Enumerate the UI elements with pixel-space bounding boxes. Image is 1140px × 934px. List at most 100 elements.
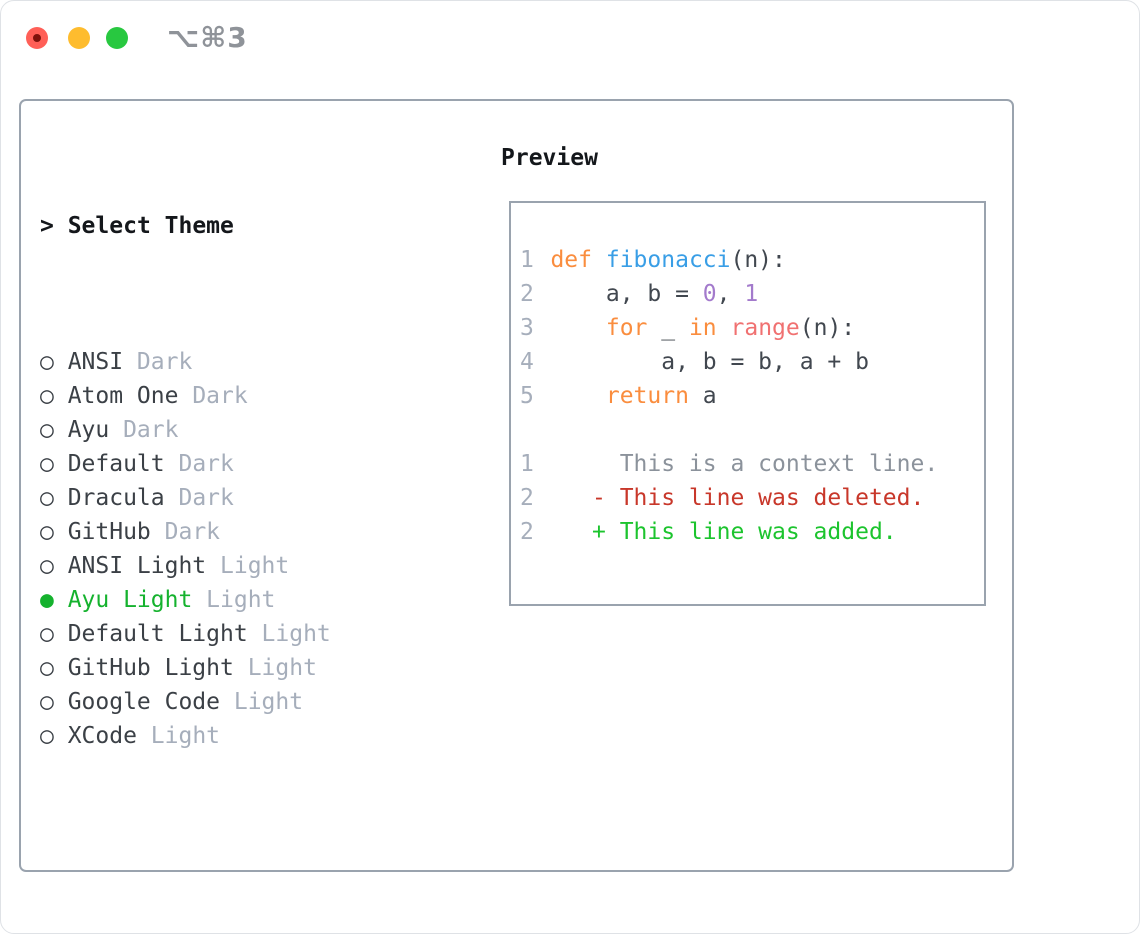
option-tag: Light (206, 587, 276, 613)
code-token-plain (592, 247, 606, 273)
code-token-function: fibonacci (605, 247, 731, 273)
line-number: 4 (520, 349, 534, 375)
code-token-number: 0 (702, 281, 717, 307)
close-button[interactable] (26, 27, 48, 49)
code-token-number: 1 (744, 281, 759, 307)
keyboard-shortcut-label: ⌥⌘3 (167, 21, 248, 54)
code-token-keyword: def (550, 247, 592, 273)
radio-unselected-icon: ○ (40, 451, 54, 477)
theme-option[interactable]: ○ Dracula Dark (40, 481, 442, 515)
code-token-plain: _ (647, 315, 689, 341)
code-token-plain: , (716, 281, 745, 307)
option-tag: Dark (164, 519, 221, 545)
option-label: Ayu Light (67, 587, 193, 613)
code-token-builtin: range (730, 315, 800, 341)
code-token-plain: a, b = b, a + b (550, 349, 869, 375)
option-tag: Dark (178, 485, 234, 511)
theme-option[interactable]: ● Ayu Light Light (40, 583, 442, 617)
radio-unselected-icon: ○ (40, 689, 54, 715)
line-number: 1 (520, 451, 534, 477)
code-token-plain: a (688, 383, 717, 409)
code-token-plain: (n): (799, 315, 856, 341)
theme-option[interactable]: ○ GitHub Dark (40, 515, 442, 549)
radio-unselected-icon: ○ (40, 723, 54, 749)
line-number: 1 (520, 247, 534, 273)
code-line: 5 return a (520, 379, 984, 413)
theme-option[interactable]: ○ Atom One Dark (40, 379, 442, 413)
code-line: 2 - This line was deleted. (520, 481, 984, 515)
focus-caret-icon: > (40, 213, 54, 239)
radio-unselected-icon: ○ (40, 553, 54, 579)
titlebar: ⌥⌘3 (1, 1, 1139, 79)
radio-unselected-icon: ○ (40, 417, 54, 443)
theme-option[interactable]: ○ Google Code Light (40, 685, 442, 719)
code-line: 2 a, b = 0, 1 (520, 277, 984, 311)
zoom-button[interactable] (106, 27, 128, 49)
option-label: GitHub (67, 519, 151, 545)
code-token-plain (717, 315, 731, 341)
code-token-plain (550, 383, 605, 409)
code-token-keyword: for (605, 315, 648, 341)
code-token-keyword: return (605, 383, 689, 409)
option-tag: Dark (123, 417, 179, 443)
code-token-keyword: in (688, 315, 717, 341)
radio-unselected-icon: ○ (40, 655, 54, 681)
line-number: 2 (520, 281, 534, 307)
theme-option[interactable]: ○ Default Light Light (40, 617, 442, 651)
option-tag: Light (233, 689, 304, 715)
option-tag: Dark (178, 451, 234, 477)
option-label: XCode (67, 723, 137, 749)
option-tag: Light (247, 655, 317, 681)
option-label: Default (67, 451, 165, 477)
option-label: Google Code (67, 689, 221, 715)
line-number: 5 (520, 383, 534, 409)
radio-selected-icon: ● (40, 587, 54, 613)
theme-option[interactable]: ○ Default Dark (40, 447, 442, 481)
minimize-button[interactable] (68, 27, 90, 49)
theme-option[interactable]: ○ XCode Light (40, 719, 442, 753)
option-tag: Dark (136, 349, 193, 375)
radio-unselected-icon: ○ (40, 383, 54, 409)
option-label: ANSI (67, 349, 124, 375)
code-token-plain (550, 315, 605, 341)
option-label: Default Light (67, 621, 248, 647)
spacer (40, 855, 442, 889)
option-label: Ayu (67, 417, 110, 443)
code-token-plain: a, b = (550, 281, 703, 307)
line-number: 3 (520, 315, 534, 341)
code-line: 1 def fibonacci(n): (520, 243, 984, 277)
code-line: 1 This is a context line. (520, 447, 984, 481)
theme-option[interactable]: ○ GitHub Light Light (40, 651, 442, 685)
option-tag: Light (150, 723, 221, 749)
option-tag: Light (220, 553, 290, 579)
option-label: Atom One (67, 383, 179, 409)
code-token-plain: (n): (730, 247, 786, 273)
option-tag: Light (261, 621, 331, 647)
radio-unselected-icon: ○ (40, 621, 54, 647)
code-line (520, 413, 984, 447)
option-label: GitHub Light (67, 655, 234, 681)
code-line: 3 for _ in range(n): (520, 311, 984, 345)
line-number: 2 (520, 485, 534, 511)
option-label: Dracula (67, 485, 165, 511)
select-theme-title: Select Theme (67, 213, 234, 239)
preview-title: Preview (501, 145, 598, 171)
code-token-added: + This line was added. (550, 519, 897, 545)
code-token-deleted: - This line was deleted. (550, 485, 925, 511)
code-line: 2 + This line was added. (520, 515, 984, 549)
theme-option[interactable]: ○ Ayu Dark (40, 413, 442, 447)
radio-unselected-icon: ○ (40, 485, 54, 511)
code-token-context: This is a context line. (550, 451, 939, 477)
option-label: ANSI Light (67, 553, 207, 579)
select-theme-header: > Select Theme (40, 209, 442, 243)
option-tag: Dark (192, 383, 248, 409)
radio-unselected-icon: ○ (40, 519, 54, 545)
theme-option[interactable]: ○ ANSI Light Light (40, 549, 442, 583)
